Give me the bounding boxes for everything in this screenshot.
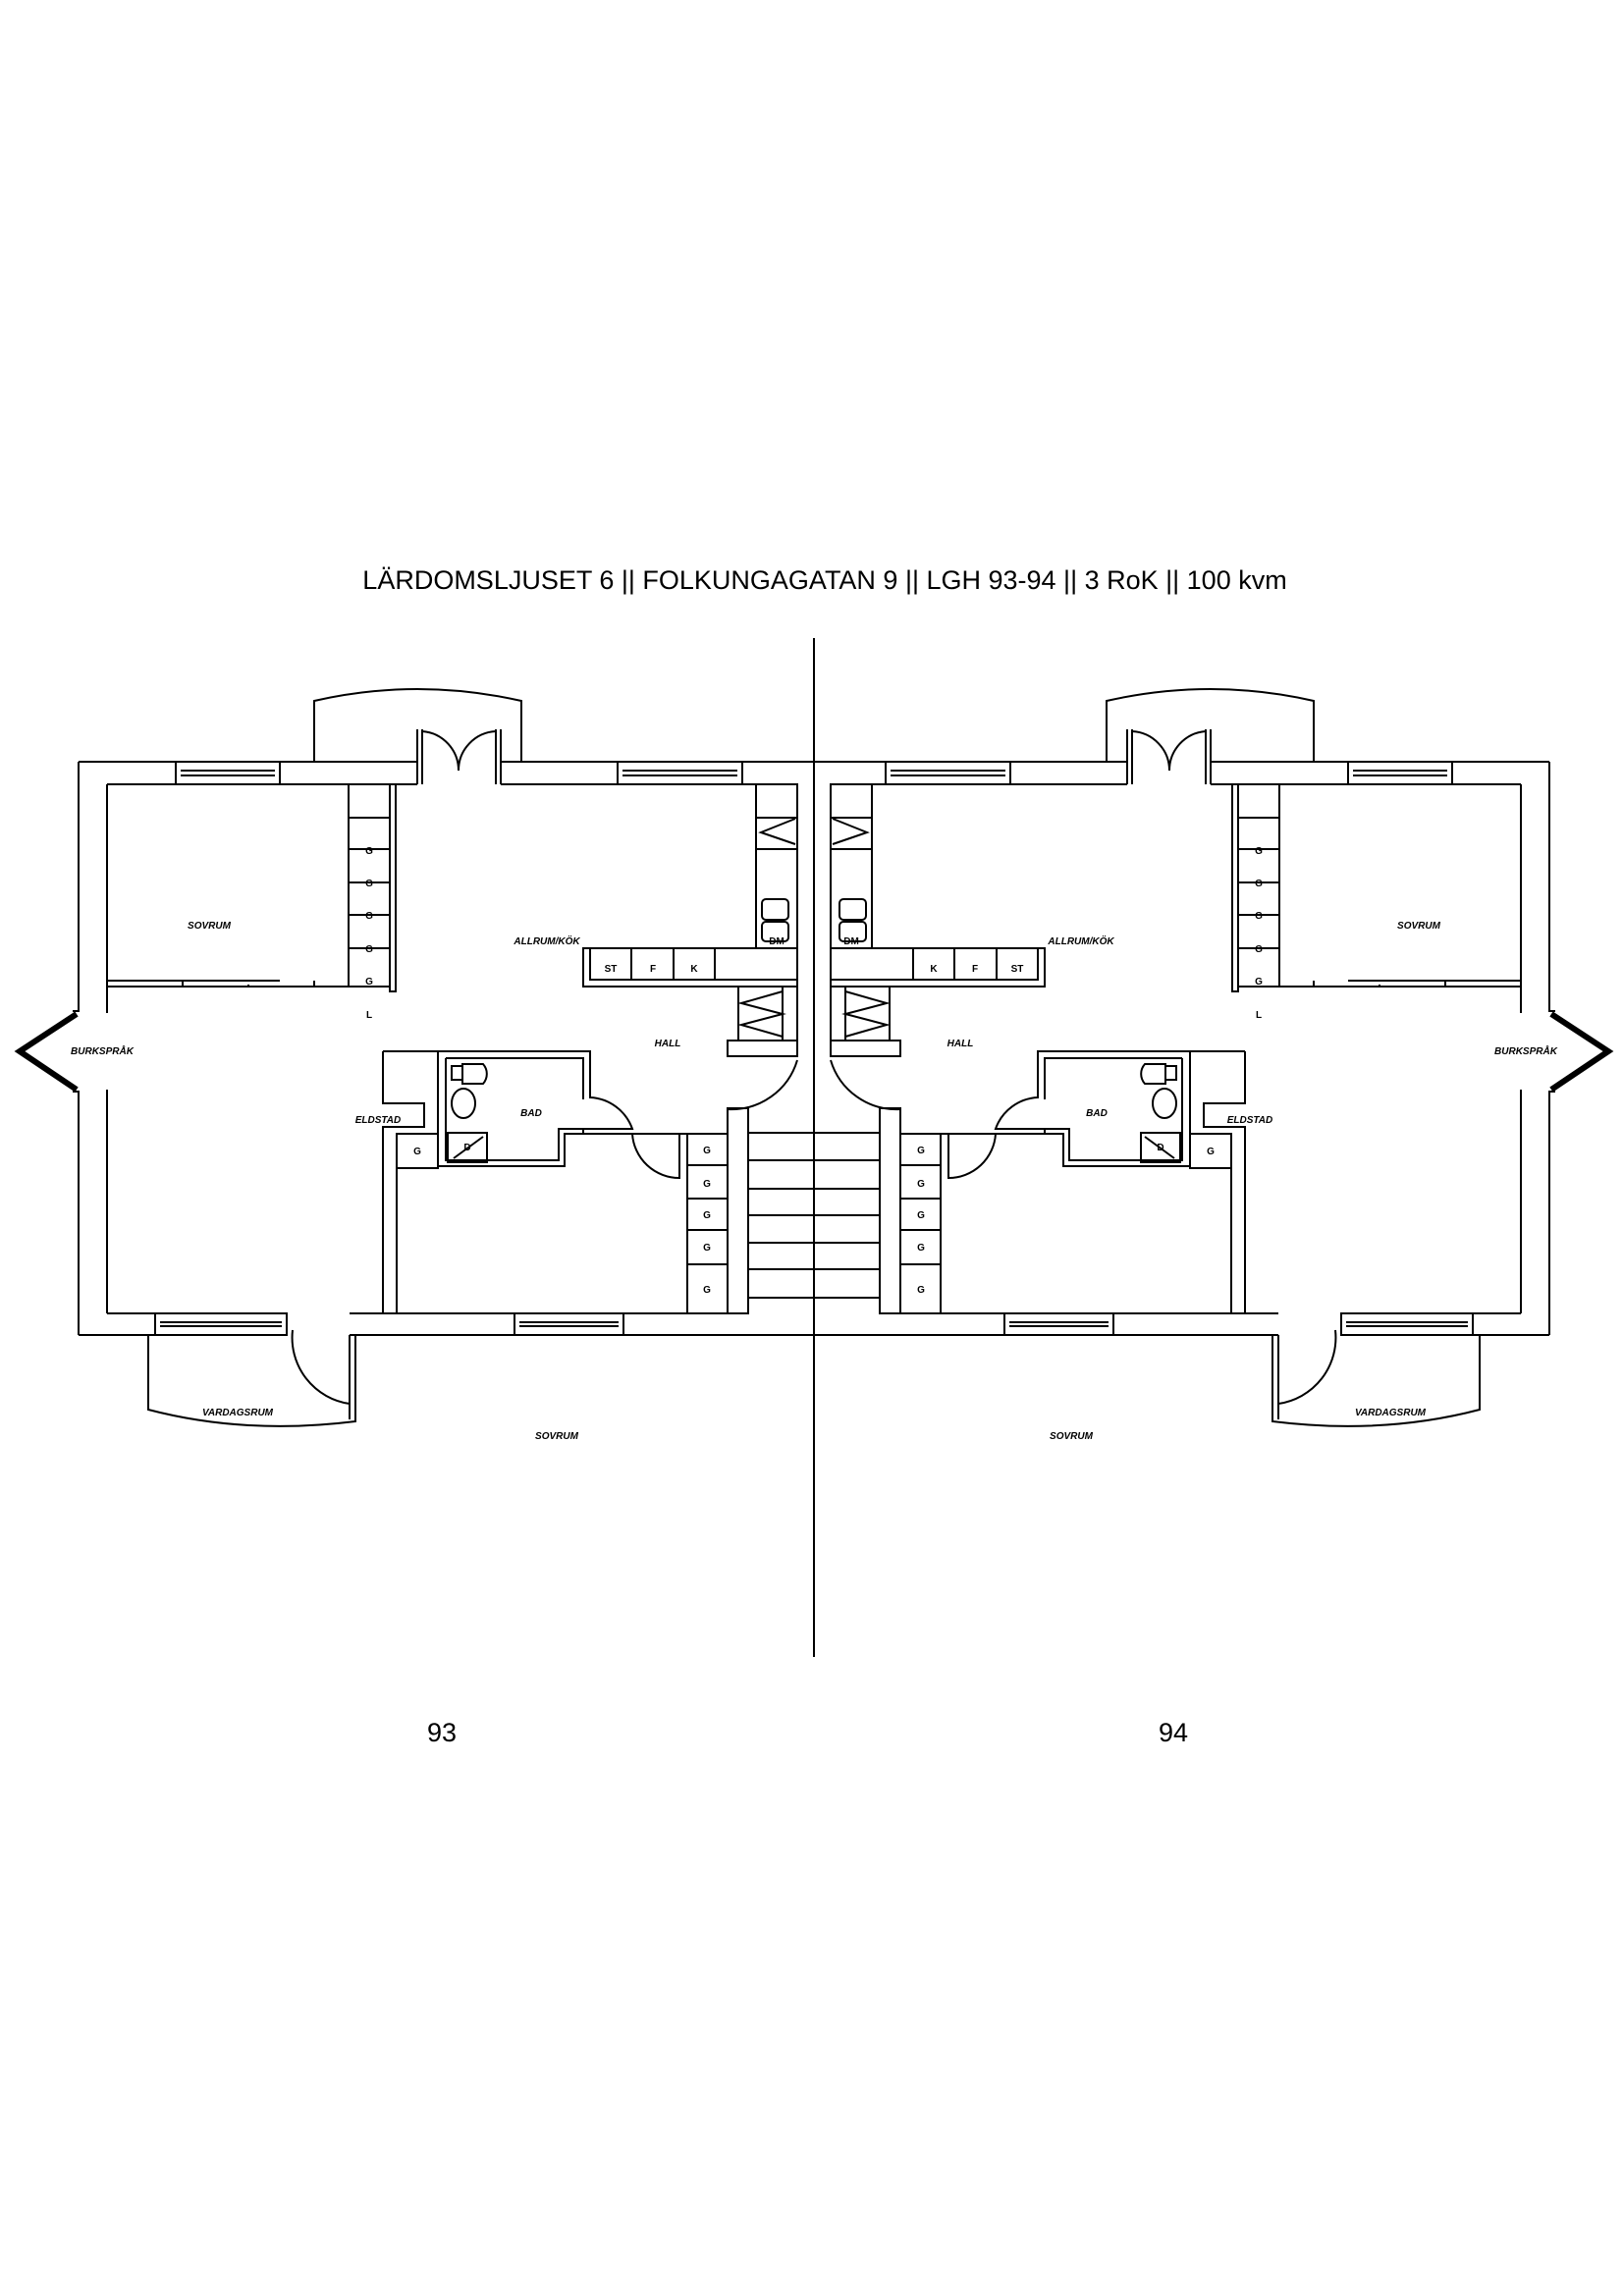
wardrobe-label: G <box>365 911 373 922</box>
wardrobe-label: G <box>917 1179 925 1190</box>
page-title: LÄRDOMSLJUSET 6 || FOLKUNGAGATAN 9 || LG… <box>362 565 1286 595</box>
shower-label: D <box>463 1143 470 1153</box>
wardrobe-label: G <box>917 1210 925 1221</box>
wardrobe-label: G <box>1255 846 1263 857</box>
linen-label: L <box>1256 1010 1262 1021</box>
room-label-bad: BAD <box>1086 1108 1108 1119</box>
room-label-allrum-kok: ALLRUM/KÖK <box>513 934 580 947</box>
room-label-sovrum: SOVRUM <box>1397 921 1441 932</box>
stove-label: ST <box>605 964 618 975</box>
unit-93-plan <box>20 689 814 1426</box>
wardrobe-label: G <box>365 944 373 955</box>
room-label-eldstad: ELDSTAD <box>355 1115 401 1126</box>
dishwasher-label: DM <box>769 936 784 947</box>
freezer-label: K <box>930 964 938 975</box>
freezer-label: K <box>690 964 698 975</box>
wardrobe-label: G <box>703 1285 711 1296</box>
room-label-hall: HALL <box>947 1039 974 1049</box>
dishwasher-label: DM <box>843 936 859 947</box>
room-label-sovrum: SOVRUM <box>188 921 232 932</box>
room-label-allrum-kok: ALLRUM/KÖK <box>1047 934 1114 947</box>
wardrobe-label: G <box>1207 1147 1215 1157</box>
wardrobe-label: G <box>1255 911 1263 922</box>
wardrobe-label: G <box>703 1179 711 1190</box>
wardrobe-label: G <box>703 1210 711 1221</box>
wardrobe-label: G <box>1255 879 1263 889</box>
wardrobe-label: G <box>365 977 373 988</box>
room-label-burksprak: BURKSPRÅK <box>71 1044 135 1057</box>
wardrobe-label: G <box>1255 944 1263 955</box>
wardrobe-label: G <box>365 879 373 889</box>
room-label-eldstad: ELDSTAD <box>1227 1115 1272 1126</box>
shower-label: D <box>1157 1143 1163 1153</box>
wardrobe-label: G <box>917 1146 925 1156</box>
room-label-sovrum: SOVRUM <box>535 1431 579 1442</box>
room-label-hall: HALL <box>655 1039 681 1049</box>
room-label-bad: BAD <box>520 1108 542 1119</box>
wardrobe-label: G <box>413 1147 421 1157</box>
unit-94-labels: SOVRUM ALLRUM/KÖK BURKSPRÅK HALL BAD ELD… <box>843 846 1557 1442</box>
wardrobe-label: G <box>703 1243 711 1254</box>
room-label-vardagsrum: VARDAGSRUM <box>1355 1408 1427 1418</box>
fridge-label: F <box>972 964 978 975</box>
wardrobe-label: G <box>917 1243 925 1254</box>
linen-label: L <box>366 1010 372 1021</box>
stove-label: ST <box>1011 964 1024 975</box>
wardrobe-label: G <box>365 846 373 857</box>
unit-94-plan <box>814 689 1608 1426</box>
unit-93-labels: SOVRUM ALLRUM/KÖK BURKSPRÅK HALL BAD ELD… <box>71 846 784 1442</box>
wardrobe-label: G <box>917 1285 925 1296</box>
unit-number-94: 94 <box>1159 1718 1188 1747</box>
wardrobe-label: G <box>1255 977 1263 988</box>
room-label-burksprak: BURKSPRÅK <box>1494 1044 1558 1057</box>
unit-number-93: 93 <box>427 1718 457 1747</box>
room-label-sovrum: SOVRUM <box>1050 1431 1094 1442</box>
fridge-label: F <box>650 964 656 975</box>
wardrobe-label: G <box>703 1146 711 1156</box>
room-label-vardagsrum: VARDAGSRUM <box>202 1408 274 1418</box>
